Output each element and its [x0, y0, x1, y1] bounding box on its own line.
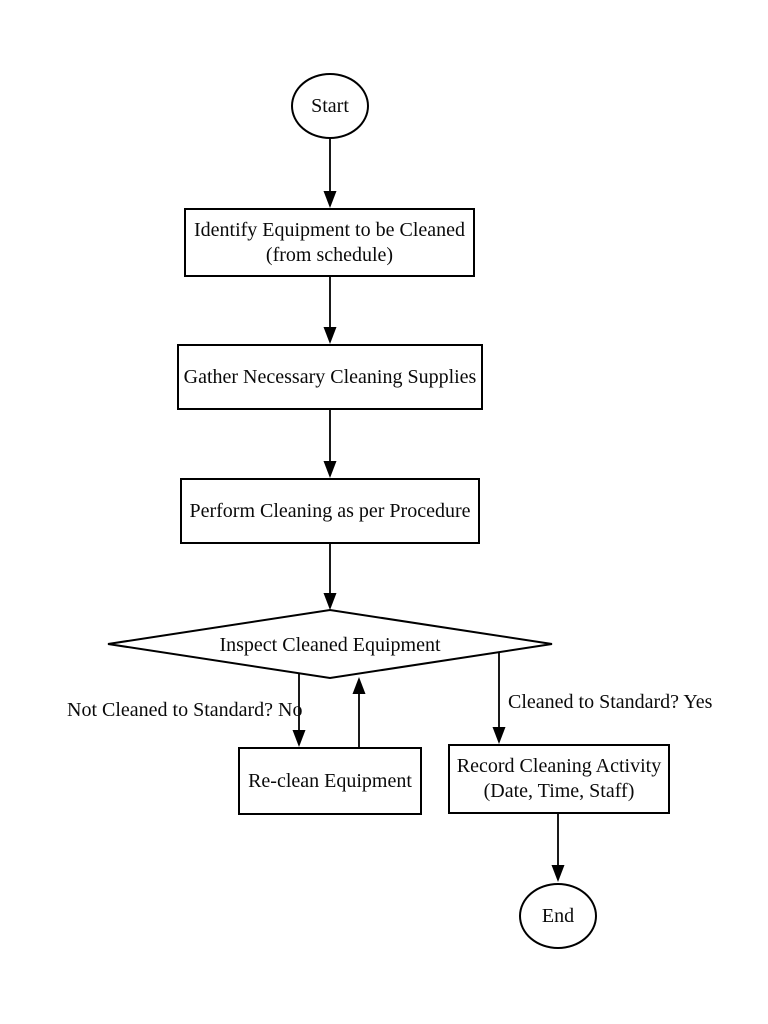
record-activity-label-line2: (Date, Time, Staff): [483, 780, 635, 802]
end-node: End: [519, 883, 597, 949]
inspect-decision-label: Inspect Cleaned Equipment: [219, 633, 441, 656]
arrowhead-inspect-to-reclean: [292, 730, 306, 747]
edge-label-yes: Cleaned to Standard? Yes: [508, 691, 713, 713]
start-node: Start: [291, 73, 369, 139]
arrowhead-perform-to-inspect: [323, 593, 337, 610]
record-activity-label-line1: Record Cleaning Activity: [456, 755, 662, 777]
identify-equipment-node: Identify Equipment to be Cleaned (from s…: [184, 208, 475, 277]
record-activity-node: Record Cleaning Activity (Date, Time, St…: [448, 744, 670, 814]
identify-equipment-label-line1: Identify Equipment to be Cleaned: [193, 218, 466, 241]
arrowhead-gather-to-perform: [323, 461, 337, 478]
inspect-decision-diamond: [107, 608, 553, 680]
perform-cleaning-node: Perform Cleaning as per Procedure: [180, 478, 480, 544]
reclean-equipment-label: Re-clean Equipment: [248, 769, 412, 792]
identify-equipment-label-line2: (from schedule): [265, 243, 394, 266]
gather-supplies-label: Gather Necessary Cleaning Supplies: [183, 365, 477, 388]
arrowhead-start-to-identify: [323, 191, 337, 208]
arrowhead-record-to-end: [551, 865, 565, 882]
arrowhead-reclean-to-inspect: [352, 677, 366, 694]
start-node-label: Start: [311, 94, 349, 117]
inspect-decision-label-container: Inspect Cleaned Equipment: [180, 632, 480, 658]
arrowhead-inspect-to-record: [492, 727, 506, 744]
perform-cleaning-label: Perform Cleaning as per Procedure: [189, 499, 471, 522]
arrowhead-identify-to-gather: [323, 327, 337, 344]
end-node-label: End: [541, 904, 575, 927]
reclean-equipment-node: Re-clean Equipment: [238, 747, 422, 815]
edge-label-no: Not Cleaned to Standard? No: [67, 699, 303, 721]
gather-supplies-node: Gather Necessary Cleaning Supplies: [177, 344, 483, 410]
